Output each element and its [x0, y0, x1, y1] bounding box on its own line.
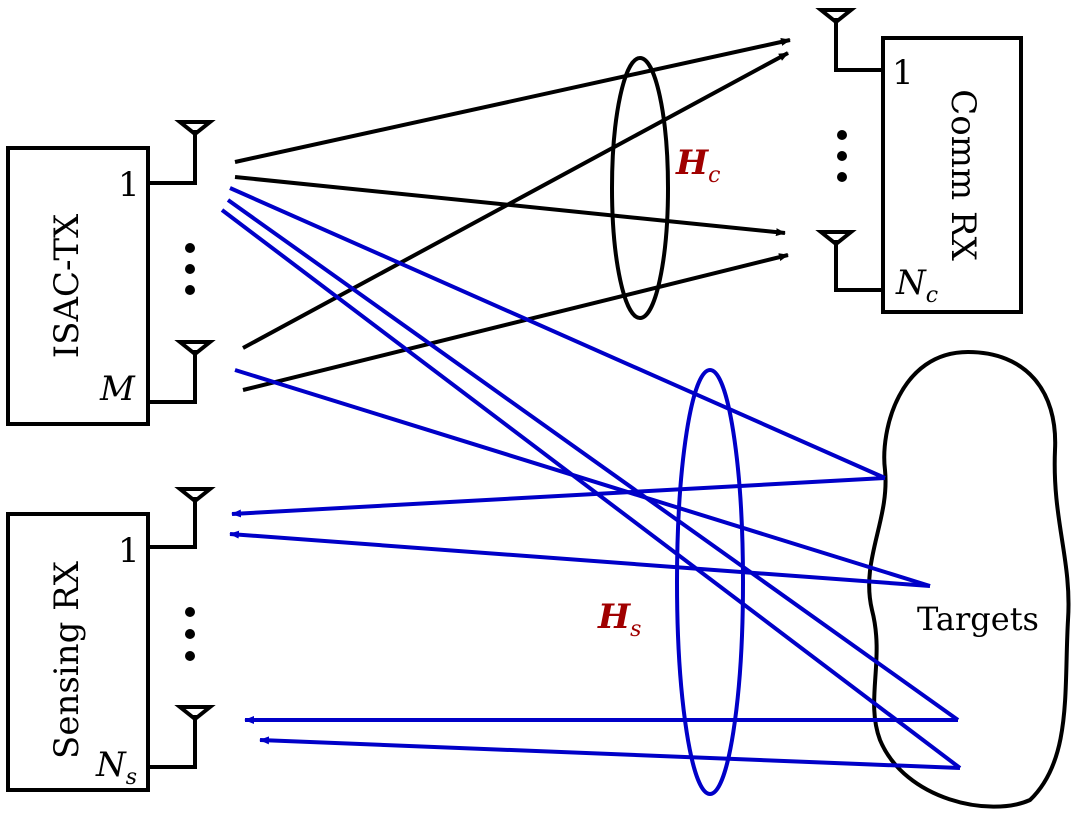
comm-path-arrow [234, 38, 791, 164]
sensing-return-arrow [229, 530, 931, 588]
comm-paths [234, 38, 791, 392]
isac-tx-ellipsis-dot [185, 285, 195, 295]
sensing-rx-ellipsis-dot [185, 651, 195, 661]
sensing-paths [220, 186, 962, 770]
sensing-return-arrow [231, 476, 886, 518]
sensing-tx-path [234, 368, 931, 588]
comm-rx-ellipsis-dot [837, 172, 847, 182]
isac-tx-label: ISAC-TX [47, 213, 87, 358]
comm-rx-ellipsis-dot [837, 130, 847, 140]
isac-tx-box [6, 146, 150, 426]
comm-rx-first-index: 1 [892, 53, 914, 93]
sensing-tx-path [229, 186, 886, 480]
isac-tx-last-index: M [99, 369, 136, 409]
comm-channel-label: Hc [675, 143, 720, 188]
sensing-rx-label: Sensing RX [47, 560, 87, 759]
sensing-tx-path [226, 198, 960, 722]
comm-rx-block: Comm RX 1 Nc [815, 8, 1023, 314]
targets-label: Targets [917, 600, 1039, 638]
sensing-channel-ellipse [675, 368, 745, 796]
sensing-rx-ellipsis-dot [185, 629, 195, 639]
comm-rx-label: Comm RX [943, 89, 983, 261]
targets-outline [867, 349, 1071, 809]
comm-rx-ellipsis-dot [837, 151, 847, 161]
sensing-return-arrow [259, 736, 961, 770]
comm-rx-last-index: Nc [895, 263, 938, 308]
isac-tx-block: ISAC-TX 1 M [6, 120, 216, 426]
isac-tx-ellipsis-dot [185, 243, 195, 253]
antenna-icon [815, 230, 883, 292]
sensing-rx-box [6, 512, 150, 792]
comm-channel-ellipse [610, 56, 670, 320]
sensing-rx-block: Sensing RX 1 Ns [6, 487, 216, 792]
antenna-icon [148, 705, 216, 769]
isac-tx-ellipsis-dot [185, 264, 195, 274]
antenna-icon [148, 120, 216, 185]
sensing-tx-path [220, 208, 962, 770]
sensing-rx-ellipsis-dot [185, 607, 195, 617]
comm-path-arrow [242, 51, 789, 350]
antenna-icon [148, 340, 216, 404]
sensing-channel-label: Hs [597, 597, 641, 642]
targets-region: Targets [867, 349, 1071, 809]
isac-tx-first-index: 1 [118, 165, 140, 205]
antenna-icon [148, 487, 216, 549]
sensing-rx-last-index: Ns [95, 745, 137, 790]
comm-path-arrow [242, 253, 789, 392]
sensing-rx-first-index: 1 [118, 531, 140, 571]
antenna-icon [815, 8, 883, 72]
comm-rx-box [881, 36, 1023, 314]
